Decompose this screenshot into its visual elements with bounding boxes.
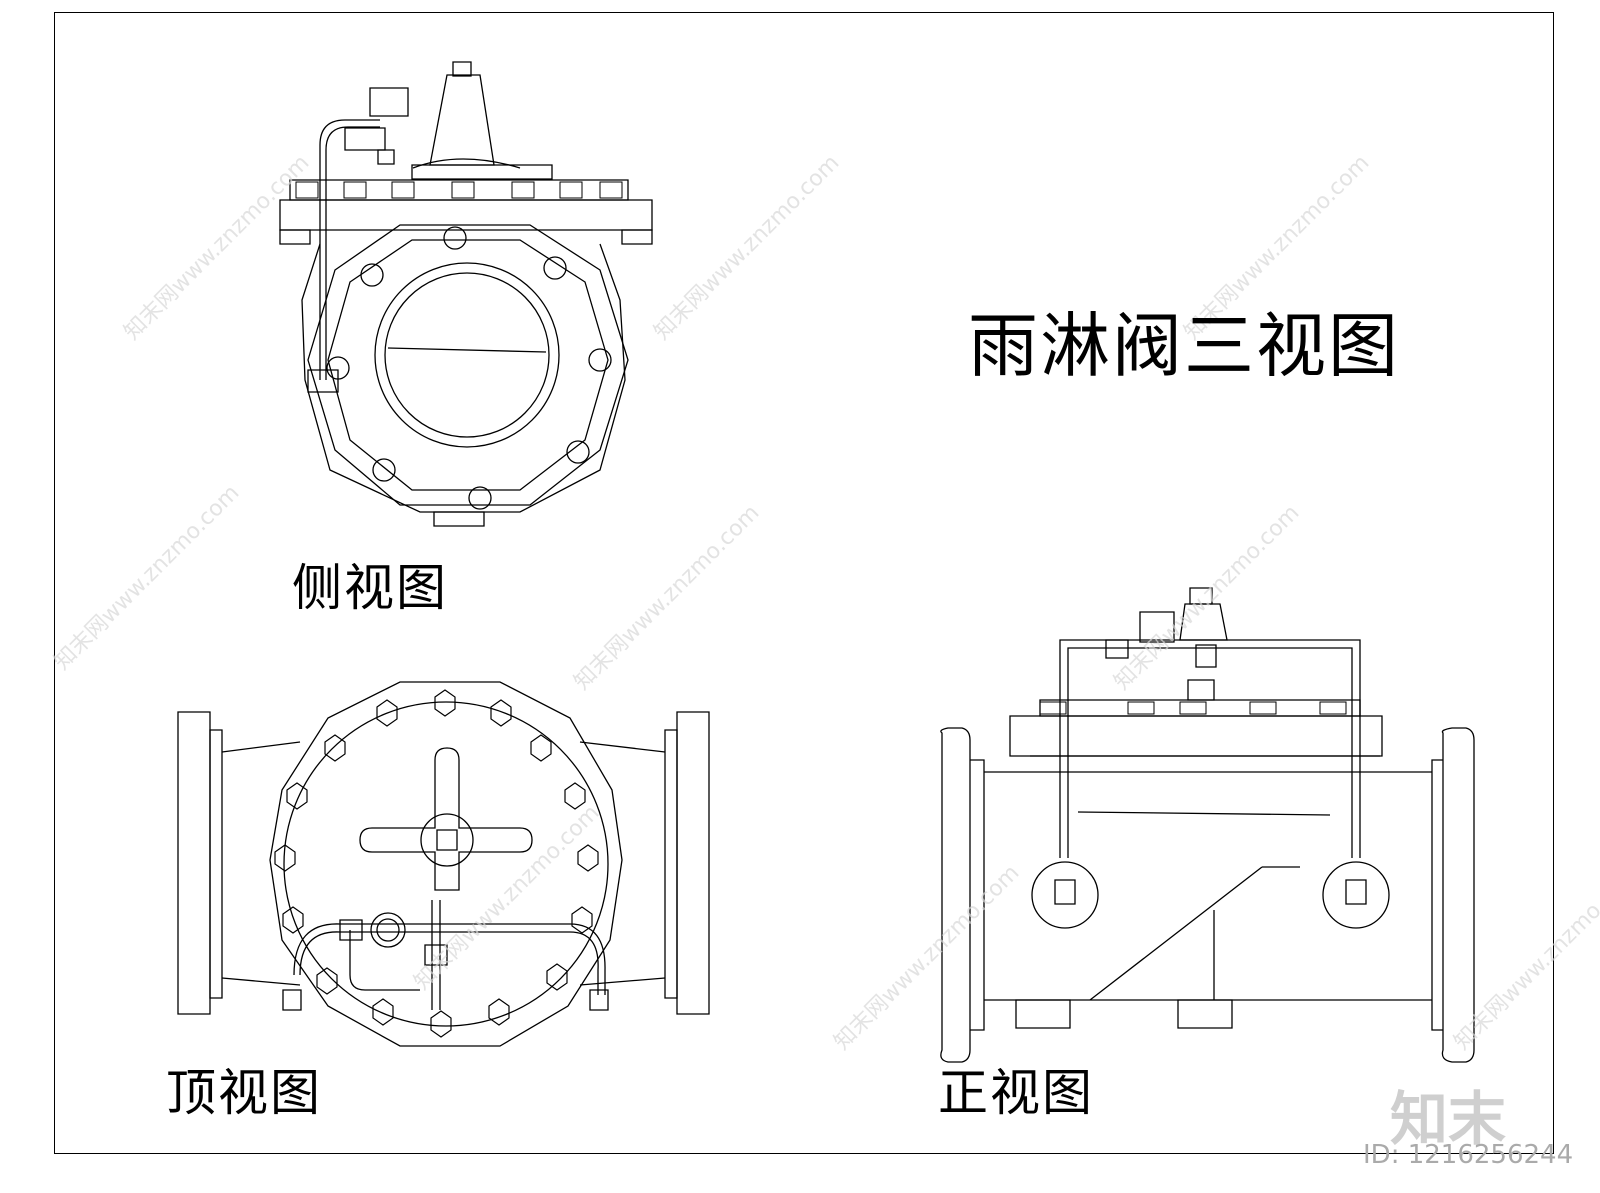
main-title: 雨淋阀三视图 [968, 305, 1400, 387]
side-view-drawing [280, 62, 652, 526]
drawing-frame [54, 12, 1554, 1154]
brand-watermark: 知末 [1390, 1085, 1507, 1153]
top-view-drawing [178, 682, 709, 1046]
side-view-label: 侧视图 [292, 559, 448, 617]
image-id-label: ID: 1216256244 [1363, 1140, 1574, 1170]
top-view-label: 顶视图 [166, 1064, 322, 1122]
front-view-drawing [941, 588, 1474, 1062]
front-view-label: 正视图 [938, 1064, 1094, 1122]
